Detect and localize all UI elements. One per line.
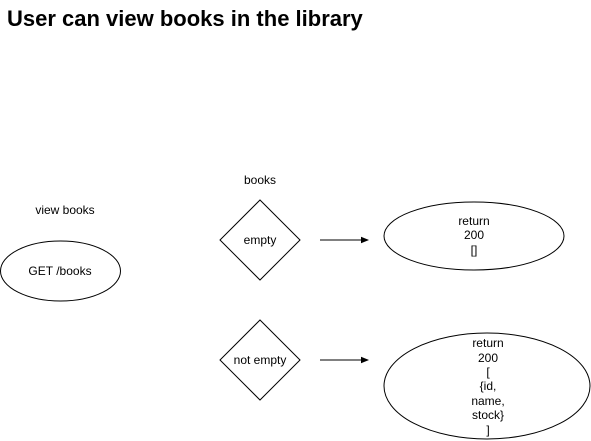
response-not-empty-line: stock} xyxy=(472,408,504,422)
decision-header: books xyxy=(244,173,276,187)
decision-empty-label: empty xyxy=(244,233,277,247)
response-empty-line: [] xyxy=(471,243,478,257)
request-caption: view books xyxy=(35,203,94,217)
decision-not-empty-label: not empty xyxy=(234,353,287,367)
request-node xyxy=(0,240,121,302)
response-not-empty-line: 200 xyxy=(478,351,498,365)
decision-empty-diamond xyxy=(219,199,301,281)
response-empty-line: return xyxy=(458,214,489,228)
response-empty-line: 200 xyxy=(464,228,484,242)
diagram-title: User can view books in the library xyxy=(7,6,363,31)
decision-not-empty-diamond xyxy=(219,319,301,401)
response-not-empty-node xyxy=(383,332,591,440)
response-not-empty-line: {id, xyxy=(480,379,497,393)
response-empty-node xyxy=(383,201,565,271)
response-not-empty-line: return xyxy=(472,336,503,350)
response-not-empty-line: [ xyxy=(486,365,490,379)
request-label: GET /books xyxy=(28,264,91,278)
response-not-empty-line: name, xyxy=(471,394,504,408)
response-not-empty-line: ] xyxy=(486,423,489,437)
